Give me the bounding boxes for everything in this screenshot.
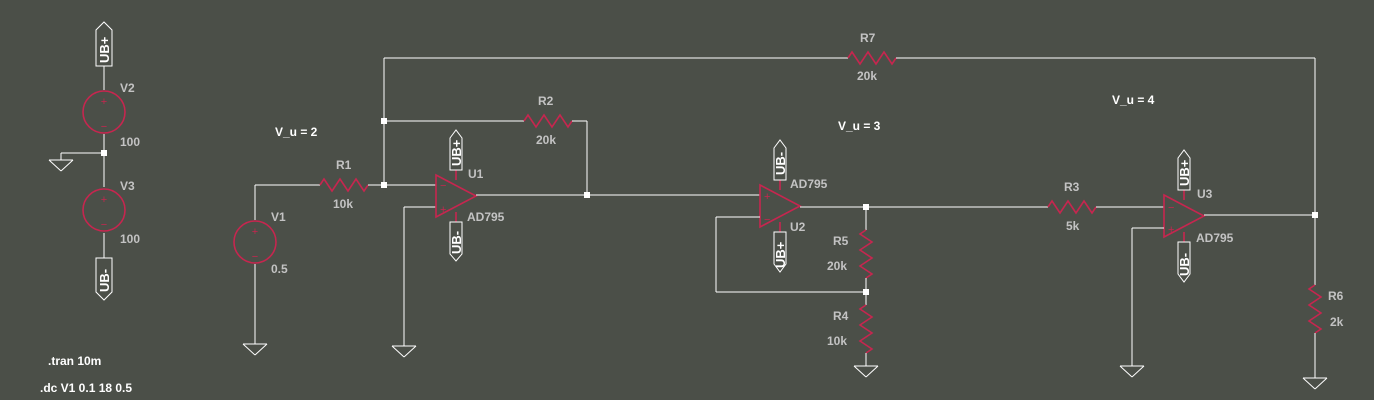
net-flag-ub-minus[interactable]: UB- [95,257,113,301]
plus-sign: + [101,194,107,206]
net-flag-ub-plus[interactable]: UB+ [773,231,788,273]
r7-name: R7 [860,31,876,45]
r2-name: R2 [538,94,554,108]
stage-1: + − V1 0.5 R1 10k R2 20k − + [233,58,760,358]
opamp-u1[interactable]: − + [435,170,478,222]
plus-sign: + [764,191,770,203]
v1-value: 0.5 [271,262,288,276]
net-flag-label: UB- [773,152,788,175]
minus-sign: − [440,180,446,192]
u2-model: AD795 [790,177,828,191]
feedback-r7: R7 20k [384,31,1316,285]
opamp-u2[interactable]: + − [759,180,802,232]
net-flag-ub-plus[interactable]: UB+ [1177,149,1192,191]
net-flag-label: UB+ [97,36,112,63]
resistor-r1[interactable] [319,177,369,193]
r6-name: R6 [1328,289,1344,303]
r5-name: R5 [833,234,849,248]
ground-symbol [1119,365,1145,378]
stage-2: + − AD795 U2 UB- UB+ R5 20k R4 [715,119,1048,378]
resistor-r3[interactable] [1047,199,1097,215]
resistor-r5[interactable] [858,229,874,279]
v3-value: 100 [120,232,140,246]
net-flag-ub-minus[interactable]: UB- [1177,241,1192,283]
source-v3[interactable]: + − [82,188,126,232]
dc-directive[interactable]: .dc V1 0.1 18 0.5 [40,381,132,395]
net-flag-ub-plus[interactable]: UB+ [95,21,113,67]
ground-symbol [242,343,268,356]
stage-3: R3 5k − + U3 AD795 UB+ UB- R6 2 [1047,93,1344,390]
ground-symbol [1302,377,1328,390]
plus-sign: + [252,226,258,238]
r4-value: 10k [827,334,847,348]
resistor-r6[interactable] [1307,284,1323,334]
v2-value: 100 [120,135,140,149]
net-flag-label: UB+ [1177,159,1192,186]
r7-value: 20k [857,69,877,83]
v2-name: V2 [120,81,135,95]
r4-name: R4 [833,309,849,323]
stage3-gain-label: V_u = 4 [1112,93,1155,107]
junction-dot [584,192,590,198]
opamp-u3[interactable]: − + [1163,190,1206,242]
net-flag-ub-minus[interactable]: UB- [773,139,788,181]
net-flag-label: UB+ [449,139,464,166]
net-flag-ub-plus[interactable]: UB+ [449,129,464,171]
junction-dot [101,150,107,156]
net-flag-label: UB- [1177,253,1192,276]
ground-symbol [391,345,417,358]
r1-name: R1 [336,158,352,172]
source-v1[interactable]: + − [233,220,277,264]
ground-symbol [48,159,74,172]
r3-name: R3 [1064,180,1080,194]
junction-dot [863,289,869,295]
net-flag-label: UB- [97,269,112,292]
supply-section: + − V2 100 + − V3 100 UB+ UB- [48,21,140,301]
junction-dot [1312,212,1318,218]
u3-name: U3 [1197,187,1213,201]
resistor-r7[interactable] [847,50,897,66]
u1-model: AD795 [467,210,505,224]
minus-sign: − [764,214,770,226]
v3-name: V3 [120,179,135,193]
u3-model: AD795 [1196,231,1234,245]
net-flag-label: UB- [449,231,464,254]
tran-directive[interactable]: .tran 10m [48,354,101,368]
net-flag-label: UB+ [773,241,788,268]
minus-sign: − [101,219,107,231]
resistor-r4[interactable] [858,304,874,354]
plus-sign: + [101,96,107,108]
resistor-r2[interactable] [523,113,573,129]
u1-name: U1 [468,167,484,181]
minus-sign: − [1168,202,1174,214]
r2-value: 20k [536,133,556,147]
minus-sign: − [252,251,258,263]
plus-sign: + [440,204,446,216]
r1-value: 10k [333,197,353,211]
source-v2[interactable]: + − [82,90,126,134]
plus-sign: + [1168,224,1174,236]
stage1-gain-label: V_u = 2 [275,125,318,139]
stage2-gain-label: V_u = 3 [838,119,881,133]
r3-value: 5k [1066,219,1080,233]
u2-name: U2 [790,220,806,234]
minus-sign: − [101,121,107,133]
ground-symbol [853,365,879,378]
v1-name: V1 [271,210,286,224]
net-flag-ub-minus[interactable]: UB- [449,221,464,262]
r5-value: 20k [827,259,847,273]
r6-value: 2k [1330,315,1344,329]
